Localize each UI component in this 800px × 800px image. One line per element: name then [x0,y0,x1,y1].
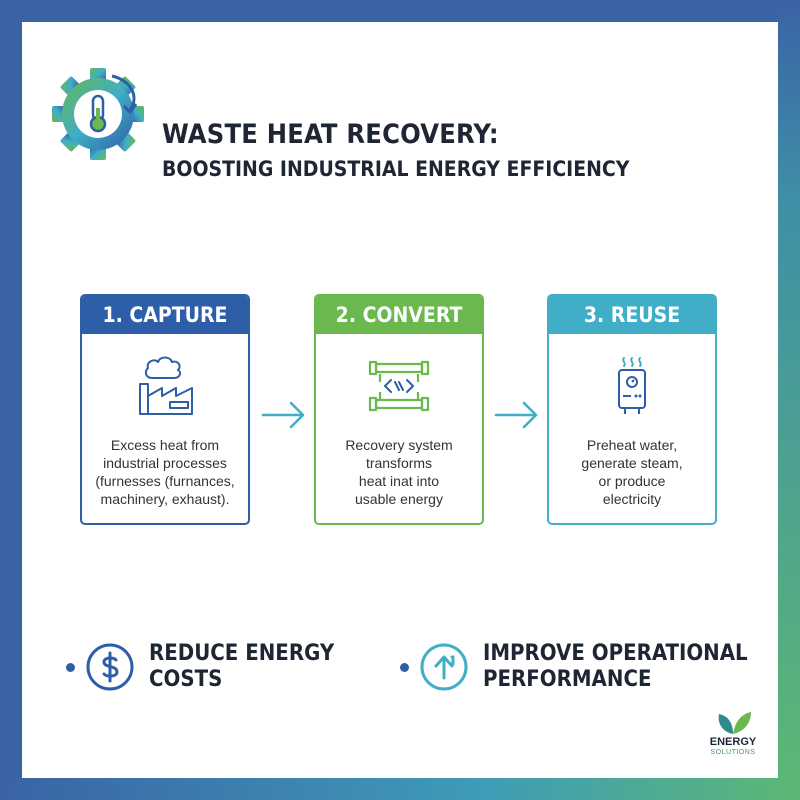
brand-logo: ENERGY SOLUTIONS [698,708,768,757]
benefit-text: REDUCE ENERGY COSTS [149,641,335,692]
step-capture-card: 1. CAPTURE Excess heat from industrial p… [80,294,250,525]
arrow-up-icon [420,643,468,691]
arrow-right-icon [261,401,305,429]
gear-thermometer-icon [52,68,144,160]
factory-icon [139,356,193,415]
benefit-improve-performance: IMPROVE OPERATIONAL PERFORMANCE [400,637,748,697]
step-convert-header: 2. CONVERT [316,296,482,334]
leaf-icon [718,712,751,734]
water-heater-icon [618,357,646,414]
dollar-icon [86,643,134,691]
brand-tagline: SOLUTIONS [710,749,756,756]
arrow-right-icon [494,401,538,429]
frame-border-right [778,0,800,800]
heat-exchanger-icon [368,360,430,412]
step-capture-text: Excess heat from industrial processes (f… [95,437,235,507]
bullet-dot [400,662,409,672]
brand-name: ENERGY [709,736,757,748]
step-reuse-text: Preheat water, generate steam, or produc… [581,437,683,507]
benefit-text: IMPROVE OPERATIONAL PERFORMANCE [483,641,748,692]
page-title: WASTE HEAT RECOVERY: [162,119,499,150]
page-subtitle: BOOSTING INDUSTRIAL ENERGY EFFICIENCY [162,157,630,181]
step-convert-text: Recovery system transforms heat inat int… [345,437,453,507]
frame-border-bottom [0,778,800,800]
benefit-reduce-costs: REDUCE ENERGY COSTS [66,637,334,697]
infographic-canvas: WASTE HEAT RECOVERY: BOOSTING INDUSTRIAL… [22,22,778,778]
bullet-dot [66,662,75,672]
step-capture-header: 1. CAPTURE [82,296,248,334]
step-reuse-card: 3. REUSE Preheat [547,294,717,525]
step-convert-card: 2. CONVERT Recovery system transfo [314,294,484,525]
step-reuse-header: 3. REUSE [549,296,715,334]
